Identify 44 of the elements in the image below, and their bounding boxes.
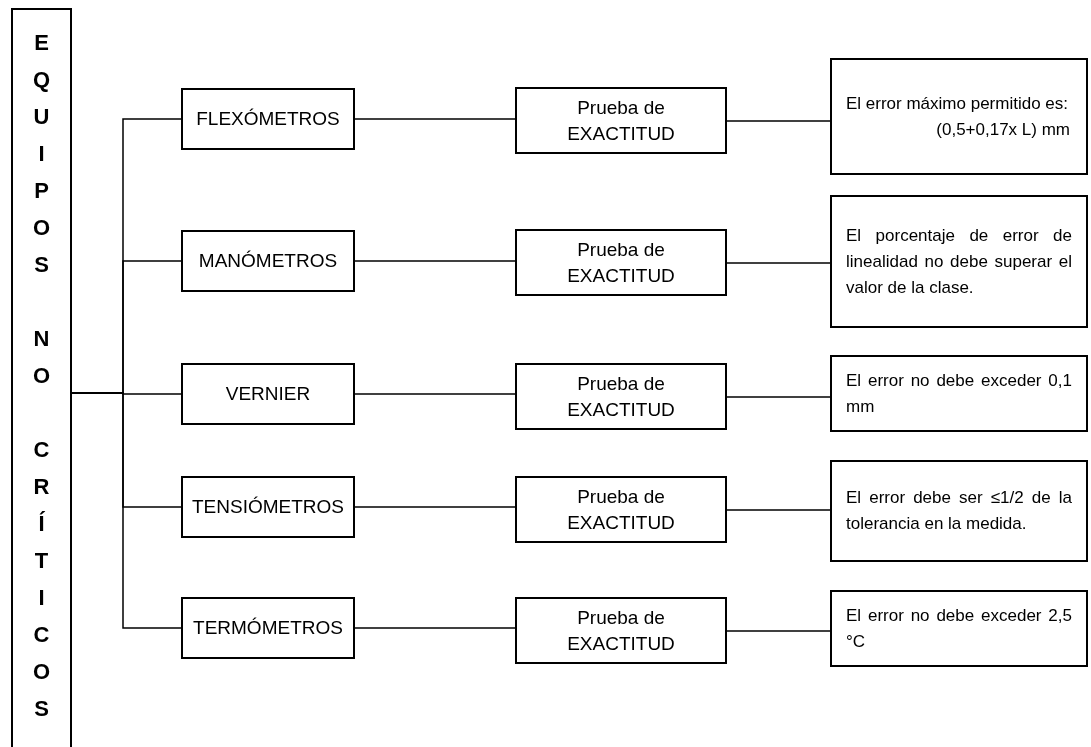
connector-line [726,396,831,398]
instrument-name: FLEXÓMETROS [196,107,340,131]
criterion-box [830,58,1088,175]
test-name: Prueba de EXACTITUD [566,605,676,656]
connector-line [726,120,831,122]
instrument-name: TENSIÓMETROS [192,495,344,519]
category-box [181,88,355,150]
connector-line [71,392,182,629]
connector-line [726,509,831,511]
connector-line [354,506,516,508]
criterion-box [830,355,1088,432]
connector-line [726,630,831,632]
instrument-name: TERMÓMETROS [193,616,343,640]
connector-line [726,262,831,264]
criterion-box [830,195,1088,328]
test-box [515,476,727,543]
category-box [181,476,355,538]
test-box [515,229,727,296]
test-name: Prueba de EXACTITUD [566,484,676,535]
vertical-title: EQUIPOS NO CRÍTICOS [31,29,52,723]
criterion-box [830,590,1088,667]
test-name: Prueba de EXACTITUD [566,95,676,146]
test-box [515,363,727,430]
category-box [181,363,355,425]
criterion-text: El porcentaje de error de linealidad no debe superar el valor de la clase. [846,224,1072,299]
instrument-name: VERNIER [225,382,311,406]
category-box [181,597,355,659]
test-box [515,597,727,664]
category-box [181,230,355,292]
title-box [11,8,72,747]
criterion-text: El error máximo permitido es: [846,92,1069,115]
criterion-text: El error no debe exceder 0,1 mm [846,369,1072,418]
connector-line [354,260,516,262]
criterion-box [830,460,1088,562]
test-name: Prueba de EXACTITUD [566,371,676,422]
connector-line [354,118,516,120]
connector-line [354,393,516,395]
connector-line [354,627,516,629]
test-box [515,87,727,154]
criterion-text: (0,5+0,17x L) mm [935,118,1071,141]
criterion-text: El error debe ser ≤1/2 de la tolerancia en la medida. [846,487,1072,535]
instrument-name: MANÓMETROS [198,249,338,273]
criterion-text: El error no debe exceder 2,5 °C [846,604,1072,653]
test-name: Prueba de EXACTITUD [566,237,676,288]
